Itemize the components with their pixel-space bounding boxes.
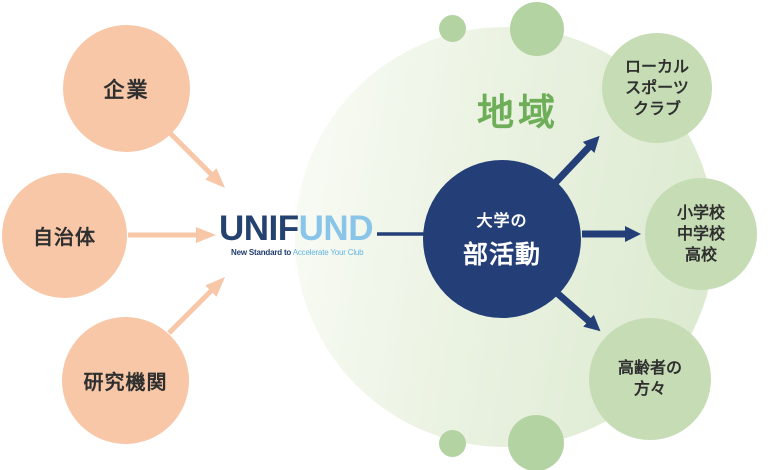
source-circle-municipality: 自治体 <box>2 173 127 298</box>
decor-bubble-top-large <box>510 2 564 56</box>
target-circle-schools: 小学校 中学校 高校 <box>645 178 757 290</box>
target-circle-elderly: 高齢者の 方々 <box>589 318 711 440</box>
arrow-research-to-unifund <box>167 276 226 335</box>
target-circle-local-sports-club: ローカル スポーツ クラブ <box>602 33 712 143</box>
decor-bubble-bottom-large <box>508 415 564 470</box>
hub-label: 大学の 部活動 <box>462 213 541 269</box>
decor-bubble-bottom-small <box>439 430 466 457</box>
arrow-company-to-unifund <box>167 130 226 189</box>
unifund-logo-wordmark: UNIFUND <box>219 209 373 248</box>
target-label: 高齢者の 方々 <box>617 360 682 398</box>
hub-circle-university-clubs: 大学の 部活動 <box>423 160 581 318</box>
decor-bubble-top-small <box>439 15 466 42</box>
region-label: 地域 <box>477 92 559 133</box>
unifund-logo-tagline: New Standard to Accelerate Your Club <box>231 248 364 257</box>
source-circle-research-institute: 研究機関 <box>62 317 189 444</box>
target-label: 小学校 中学校 高校 <box>676 204 725 264</box>
source-circle-company: 企業 <box>63 25 190 152</box>
target-label: ローカル スポーツ クラブ <box>624 58 689 118</box>
unifund-logo: UNIFUND New Standard to Accelerate Your … <box>219 209 389 258</box>
